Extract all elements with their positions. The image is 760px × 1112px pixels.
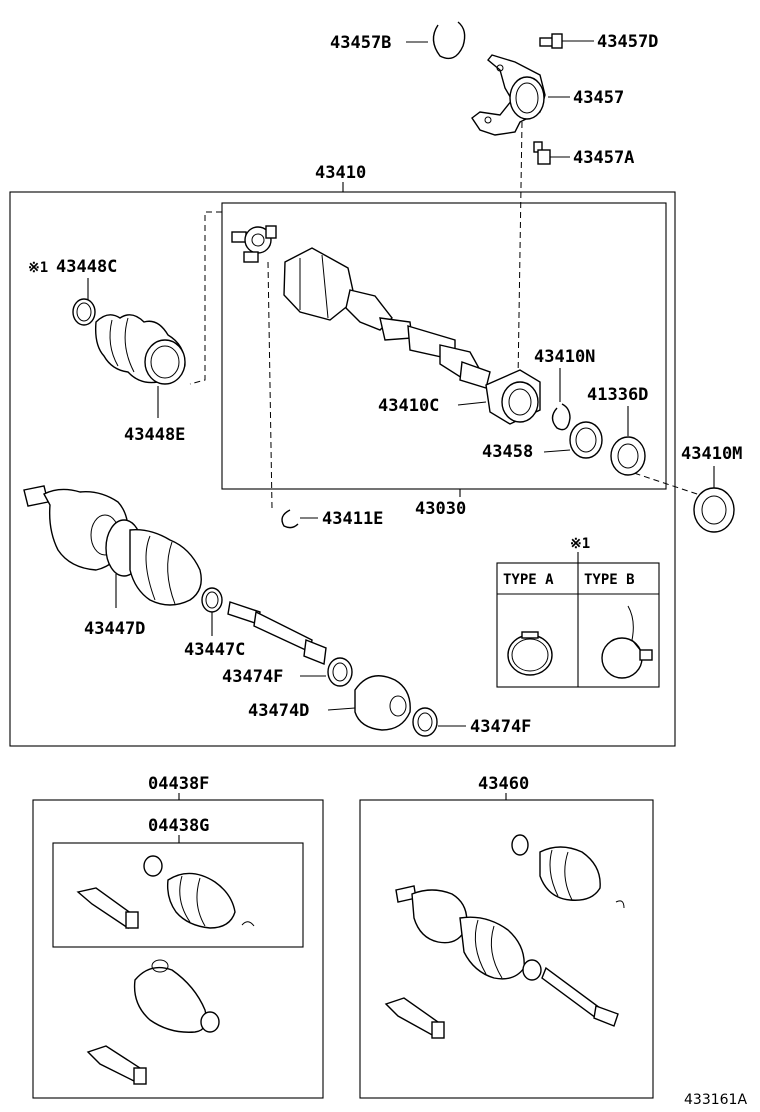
label-43460: 43460 [478, 774, 529, 794]
inboard-joint-frame [221, 202, 667, 490]
label-41336d: 41336D [587, 385, 648, 405]
clamp-type-inset: TYPE A TYPE B [496, 562, 660, 688]
boot-43448e [94, 314, 186, 385]
assembly-43460-parts [384, 834, 625, 1039]
label-04438g: 04438G [148, 816, 209, 836]
label-43457a: 43457A [573, 148, 634, 168]
clamp-43474f-a [327, 657, 353, 687]
clamp-type-b-drawing [601, 605, 653, 679]
label-43410m: 43410M [681, 444, 742, 464]
snap-ring-43410n [551, 403, 571, 431]
label-43474f-a: 43474F [222, 667, 283, 687]
boot-kit-frame-04438g [52, 842, 304, 948]
boot-kit-frame-04438f [32, 799, 324, 1099]
label-43457b: 43457B [330, 33, 391, 53]
tripod-joint [231, 225, 277, 263]
outboard-axle [23, 485, 327, 665]
label-43457d: 43457D [597, 32, 658, 52]
label-43447d: 43447D [84, 619, 145, 639]
axle-assembly-frame-43460 [359, 799, 654, 1099]
bolt-43457a [533, 141, 551, 165]
type-a-heading: TYPE A [503, 572, 554, 588]
label-43411e: 43411E [322, 509, 383, 529]
seal-41336d [610, 436, 646, 476]
label-43474d: 43474D [248, 701, 309, 721]
label-04438f: 04438F [148, 774, 209, 794]
label-43410c: 43410C [378, 396, 439, 416]
label-43030: 43030 [415, 499, 466, 519]
snap-ring-43411e [281, 509, 299, 529]
seal-43410m [693, 487, 735, 533]
ref-mark-1: ※1 [28, 260, 48, 276]
bolt-43457d [539, 33, 570, 49]
ref-mark-2: ※1 [570, 536, 590, 552]
clamp-43474f-b [412, 707, 438, 737]
kit-04438f-parts [86, 959, 220, 1085]
label-43448c: 43448C [56, 257, 117, 277]
label-43448e: 43448E [124, 425, 185, 445]
type-b-heading: TYPE B [584, 572, 635, 588]
diagram-id: 433161A [684, 1092, 747, 1108]
label-43447c: 43447C [184, 640, 245, 660]
bearing-bracket-group [432, 21, 570, 165]
label-43457: 43457 [573, 88, 624, 108]
seal-43458 [569, 421, 603, 459]
snap-ring-43457b [432, 21, 466, 60]
main-assembly-frame [9, 191, 676, 747]
label-43458: 43458 [482, 442, 533, 462]
clamp-type-a-drawing [507, 631, 553, 676]
bearing-bracket-43457 [471, 54, 546, 136]
boot-43474d [354, 675, 411, 731]
inboard-joint-shaft [283, 247, 491, 389]
label-43474f-b: 43474F [470, 717, 531, 737]
kit-04438g-parts [76, 855, 255, 930]
bearing-43410c [485, 369, 541, 425]
clamp-43448c [72, 298, 96, 326]
label-43410n: 43410N [534, 347, 595, 367]
label-43410: 43410 [315, 163, 366, 183]
